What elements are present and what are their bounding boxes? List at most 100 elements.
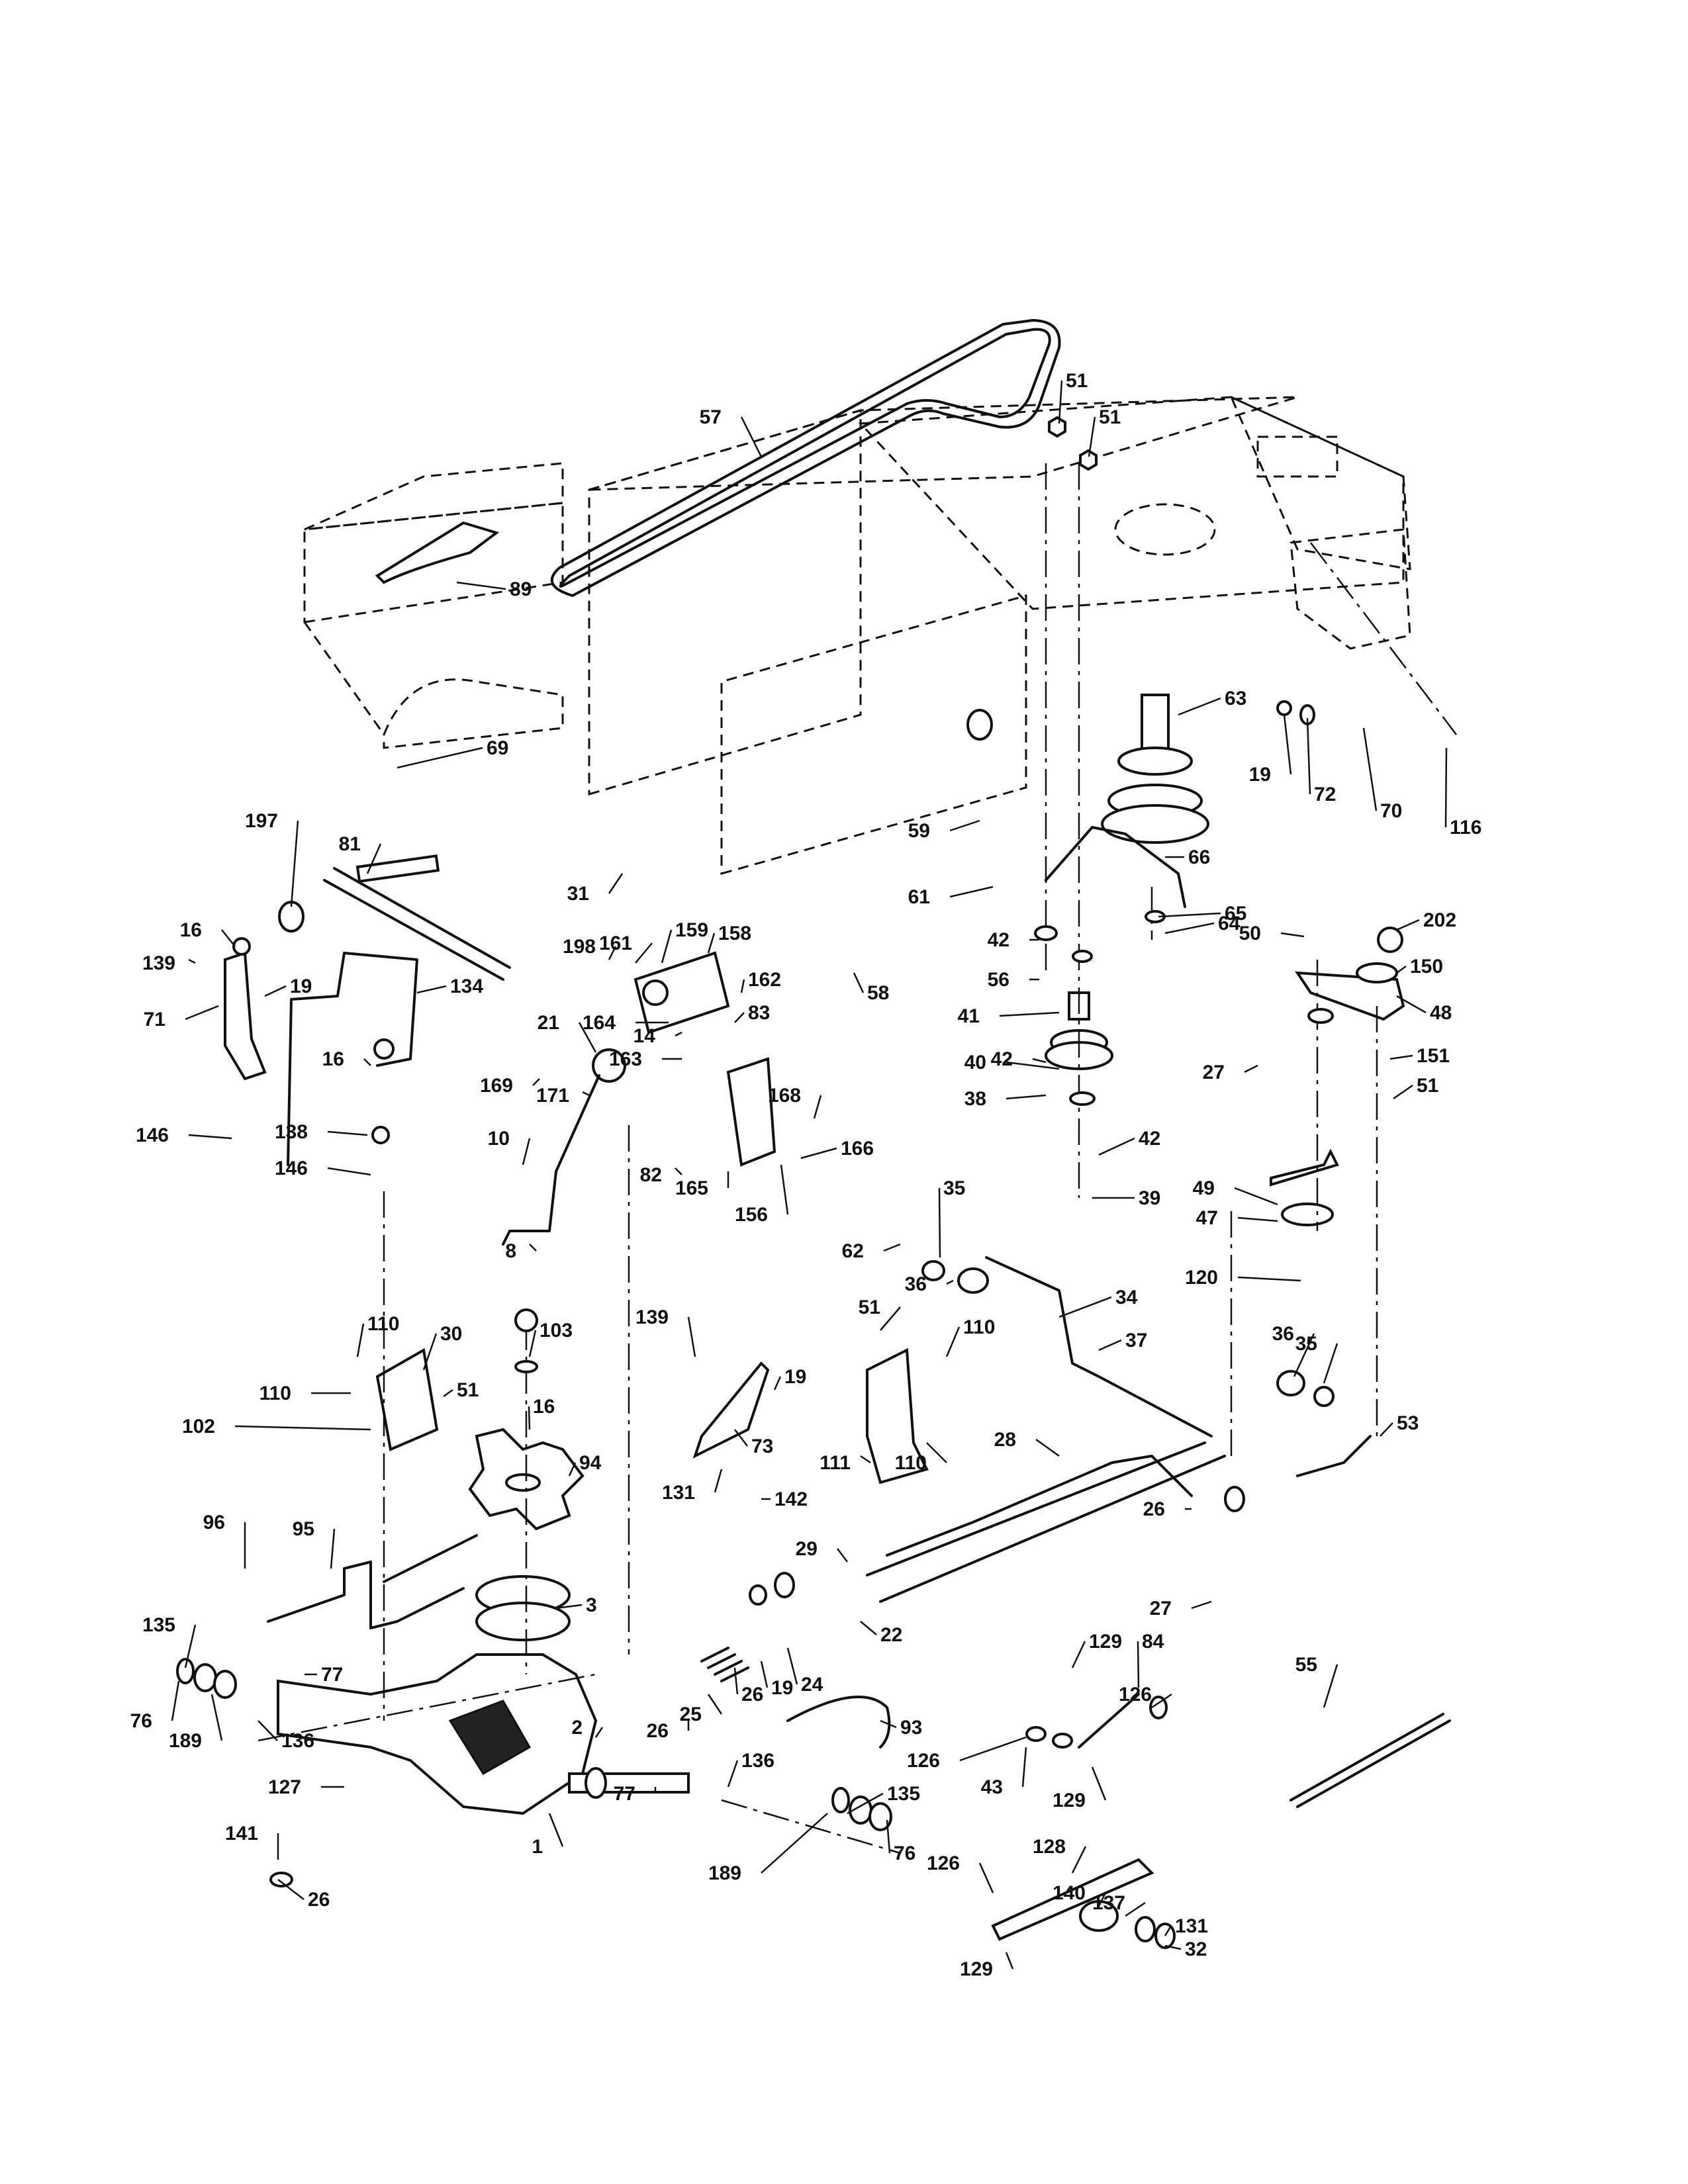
callout-leader	[707, 1694, 723, 1715]
callout-leader	[582, 1091, 590, 1097]
part-callout: 24	[801, 1674, 823, 1696]
callout-leader	[1005, 1952, 1014, 1970]
callout-leader	[422, 1333, 438, 1371]
callout-leader	[171, 1680, 180, 1721]
callout-leader	[1280, 932, 1305, 938]
part-callout: 163	[609, 1048, 642, 1070]
callout-leader	[363, 1058, 371, 1066]
callout-leader	[608, 873, 624, 894]
part-callout: 189	[169, 1730, 202, 1752]
callout-leader	[397, 747, 483, 769]
part-callout: 165	[675, 1177, 708, 1199]
part-callout: 110	[367, 1313, 399, 1335]
mounting-brackets	[375, 1347, 929, 1484]
linkage-rods	[866, 1256, 1372, 1603]
part-callout: 137	[1092, 1892, 1125, 1914]
part-callout: 42	[1139, 1128, 1160, 1150]
callout-leader	[847, 1792, 884, 1815]
drive-belt	[550, 319, 1061, 597]
part-callout: 131	[1175, 1915, 1208, 1937]
part-callout: 19	[290, 976, 312, 997]
part-callout: 37	[1125, 1330, 1147, 1351]
part-callout: 162	[748, 969, 781, 991]
callout-leader	[1091, 1766, 1107, 1801]
callout-leader	[635, 942, 653, 964]
callout-leader	[761, 1813, 828, 1874]
part-callout: 63	[1225, 688, 1246, 709]
part-callout: 103	[539, 1320, 573, 1342]
callout-leader	[264, 985, 287, 997]
part-callout: 51	[1066, 370, 1088, 392]
callout-leader	[1098, 1339, 1122, 1351]
part-callout: 51	[457, 1379, 479, 1401]
callout-leader	[290, 820, 299, 907]
part-callout: 136	[741, 1750, 774, 1772]
part-callout: 89	[510, 578, 532, 600]
part-callout: 110	[259, 1383, 291, 1404]
part-callout: 127	[268, 1776, 301, 1798]
part-callout: 69	[487, 737, 508, 759]
part-callout: 169	[480, 1075, 513, 1097]
part-callout: 51	[1417, 1075, 1438, 1097]
hardware	[176, 416, 1403, 1949]
part-callout: 126	[927, 1852, 960, 1874]
callout-leader	[740, 979, 745, 993]
callout-leader	[886, 1819, 891, 1854]
part-callout: 73	[751, 1435, 773, 1457]
callout-leader	[1137, 1641, 1140, 1688]
callout-leader	[959, 1736, 1027, 1762]
part-callout: 58	[867, 982, 889, 1004]
part-callout: 120	[1185, 1267, 1218, 1289]
part-callout: 139	[142, 952, 175, 974]
callout-leader	[1164, 922, 1215, 934]
part-callout: 65	[1225, 903, 1246, 925]
callout-leader	[883, 1243, 901, 1252]
part-callout: 141	[225, 1823, 258, 1844]
callout-leader	[555, 1604, 583, 1610]
part-callout: 70	[1380, 800, 1402, 822]
callout-leader	[1380, 1422, 1393, 1437]
callout-leader	[813, 1095, 822, 1119]
callout-leader	[416, 985, 447, 994]
part-callout: 129	[960, 1958, 993, 1980]
part-callout: 189	[708, 1862, 741, 1884]
part-callout: 202	[1423, 909, 1456, 931]
part-callout: 138	[275, 1121, 308, 1143]
part-callout: 48	[1430, 1002, 1452, 1024]
callout-leader	[734, 1012, 745, 1023]
part-callout: 30	[440, 1323, 462, 1345]
callout-leader	[786, 1647, 798, 1685]
part-callout: 8	[505, 1240, 516, 1262]
callout-leader	[1158, 912, 1221, 918]
part-callout: 116	[1450, 817, 1481, 839]
callout-leader	[999, 1011, 1060, 1017]
callout-leader	[528, 1330, 537, 1357]
callout-leader	[1006, 1094, 1047, 1100]
part-callout: 19	[771, 1677, 793, 1699]
callout-leader	[356, 1323, 365, 1357]
callout-leader	[675, 1031, 682, 1037]
callout-leader	[938, 1187, 941, 1258]
callout-leader	[1178, 697, 1221, 716]
callout-leader	[327, 1130, 368, 1136]
callout-leader	[949, 819, 980, 832]
part-callout: 16	[533, 1396, 555, 1418]
part-callout: 94	[579, 1452, 602, 1474]
callout-leader	[330, 1528, 336, 1569]
part-callout: 56	[988, 969, 1009, 991]
callout-leader	[1396, 995, 1427, 1014]
part-callout: 19	[1249, 764, 1271, 786]
part-callout: 27	[1203, 1062, 1225, 1083]
callout-leader	[1389, 1054, 1413, 1060]
callout-leader	[1234, 1187, 1278, 1206]
part-callout: 1	[532, 1836, 543, 1858]
part-callout: 93	[900, 1717, 922, 1739]
part-callout: 26	[647, 1720, 669, 1742]
brake-lever	[267, 1561, 465, 1629]
callout-leader	[1098, 1892, 1107, 1907]
part-callout: 66	[1188, 846, 1210, 868]
part-callout: 139	[635, 1306, 669, 1328]
callout-leader	[1191, 1600, 1212, 1610]
part-callout: 42	[991, 1048, 1013, 1070]
callout-leader	[675, 1167, 682, 1175]
